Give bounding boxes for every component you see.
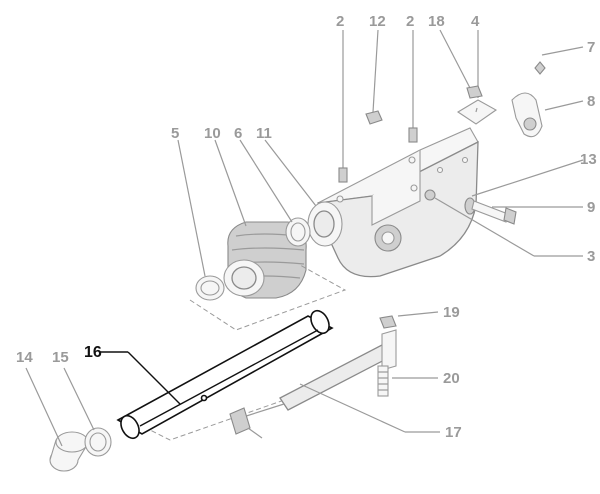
label-part-5: 5 (171, 125, 179, 142)
label-part-2a: 2 (336, 13, 344, 30)
label-part-8: 8 (587, 93, 595, 110)
label-part-15: 15 (52, 349, 69, 366)
leader-5 (177, 139, 206, 277)
label-part-3: 3 (587, 248, 595, 265)
leader-14 (25, 367, 63, 447)
pin-7 (534, 46, 584, 75)
label-part-7: 7 (587, 39, 595, 56)
nut-19 (379, 311, 439, 371)
label-part-13: 13 (580, 151, 597, 168)
leader-10 (214, 139, 247, 227)
label-part-16: 16 (84, 344, 102, 361)
leader-15 (63, 367, 95, 431)
rod-17 (229, 343, 393, 439)
label-part-12: 12 (369, 13, 386, 30)
assembly-guide-b (129, 397, 291, 441)
label-part-17: 17 (445, 424, 462, 441)
spring-20 (377, 365, 438, 397)
label-part-9: 9 (587, 199, 595, 216)
label-part-6: 6 (234, 125, 242, 142)
label-part-20: 20 (443, 370, 460, 387)
assembly-guide-a (189, 264, 347, 331)
label-part-18: 18 (428, 13, 445, 30)
bracket-4 (439, 29, 498, 125)
label-part-10: 10 (204, 125, 221, 142)
bolt-9 (464, 159, 584, 225)
label-part-14: 14 (16, 349, 33, 366)
label-part-11: 11 (256, 125, 272, 142)
nut-12 (365, 29, 383, 125)
label-part-2b: 2 (406, 13, 414, 30)
shaft-3 (410, 184, 583, 257)
leader-11 (264, 139, 317, 207)
tube-16 (116, 309, 334, 440)
stud-2a (338, 30, 348, 183)
bushing-14 (49, 431, 91, 472)
label-part-4: 4 (471, 13, 480, 30)
stud-2b (408, 30, 418, 143)
ring-6 (285, 217, 311, 247)
ring-5 (195, 275, 225, 301)
clip-8 (511, 92, 584, 138)
ring-15 (84, 427, 112, 457)
label-part-19: 19 (443, 304, 460, 321)
leader-16-b (127, 351, 181, 405)
bellows-boot-10 (223, 221, 307, 299)
leader-6 (239, 139, 293, 223)
leader-17-a (299, 383, 406, 433)
gearbox-housing (307, 127, 479, 278)
